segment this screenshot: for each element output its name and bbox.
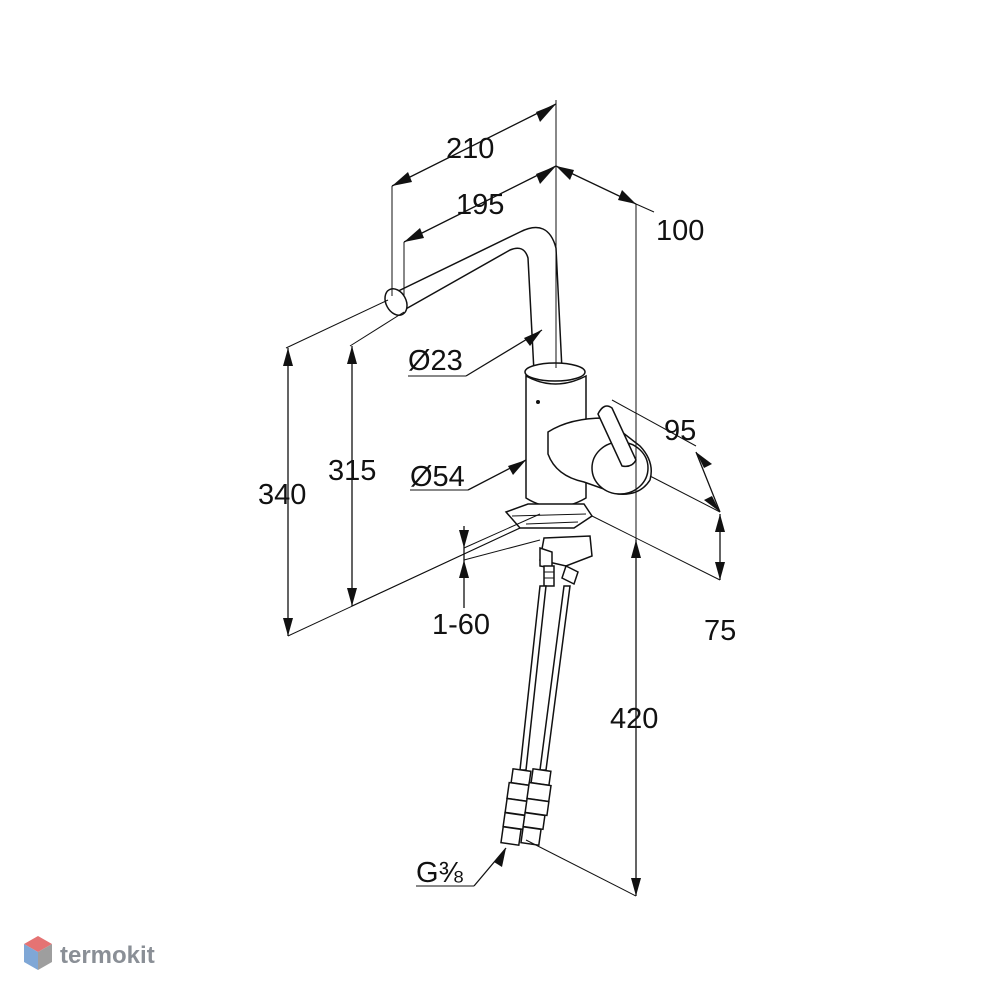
dimension-lines	[283, 100, 725, 897]
cube-icon	[24, 936, 52, 970]
dim-75: 75	[704, 615, 736, 647]
hose-fitting-right	[520, 767, 552, 847]
dim-thread-g38: G⅜	[416, 857, 464, 889]
termokit-logo: termokit	[24, 936, 155, 970]
dim-315: 315	[328, 455, 376, 487]
dim-340: 340	[258, 479, 306, 511]
dim-diameter-23: Ø23	[408, 345, 463, 377]
dim-diameter-54: Ø54	[410, 461, 465, 493]
dim-1-60: 1-60	[432, 609, 490, 641]
dim-95: 95	[664, 415, 696, 447]
dimension-labels: 210 195 100 Ø23 95 Ø54 340 315 1-60 75 4…	[258, 133, 736, 889]
dim-210: 210	[446, 133, 494, 165]
faucet-body	[384, 226, 652, 587]
dim-420: 420	[610, 703, 658, 735]
hose-fitting-left	[500, 767, 532, 847]
supply-hoses	[500, 585, 571, 847]
dim-195: 195	[456, 189, 504, 221]
dim-100: 100	[656, 215, 704, 247]
watermark-text: termokit	[60, 942, 155, 969]
